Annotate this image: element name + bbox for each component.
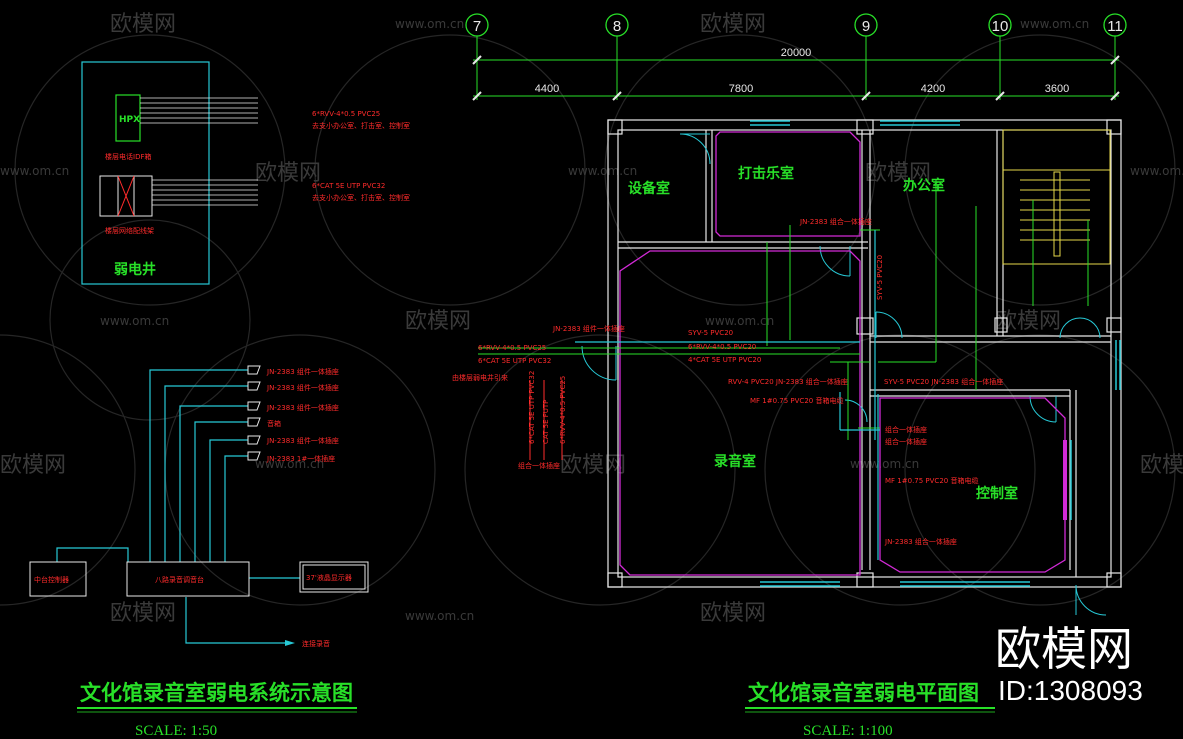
watermark-brand: 欧模网 xyxy=(700,601,766,626)
idf-box-label: 楼层电话IDF箱 xyxy=(105,152,151,161)
weak-current-shaft: HPX 楼层电话IDF箱 楼层网络配线架 弱电井 6*RVV-4*0.5 PVC… xyxy=(81,61,410,285)
patch-panel-label: 楼层网络配线架 xyxy=(105,226,154,235)
title-system: 文化馆录音室弱电系统示意图 xyxy=(80,681,353,705)
room-percussion: 打击乐室 xyxy=(738,165,794,182)
shaft-title: 弱电井 xyxy=(114,261,156,278)
outlet-label: JN-2383 组件一体插座 xyxy=(266,403,339,412)
watermark-url: www.om.cn xyxy=(1130,164,1183,178)
dim-span: 4200 xyxy=(921,83,945,95)
plan-note: 组合一体插座 xyxy=(885,437,927,446)
plan-note: 6*RVV-4*0.5 PVC25 xyxy=(559,376,567,444)
plan-note: MF 1#0.75 PVC20 音箱电缆 xyxy=(885,476,978,485)
watermark-url: www.om.cn xyxy=(100,314,169,328)
grid-label: 11 xyxy=(1107,18,1123,35)
grid-label: 8 xyxy=(613,18,621,35)
watermark-brand: 欧模网 xyxy=(995,309,1061,334)
plan-note: SYV-5 PVC20 xyxy=(688,329,733,337)
plan-note: CAT 5E FUTP xyxy=(542,400,550,444)
outlet-label: JN-2383 组件一体插座 xyxy=(266,383,339,392)
dim-span: 3600 xyxy=(1045,83,1069,95)
watermark-url: www.om.cn xyxy=(1020,17,1089,31)
cable-note: 6*CAT 5E UTP PVC32 xyxy=(312,182,385,190)
room-recording: 录音室 xyxy=(714,453,756,470)
monitor-label: 37'液晶显示器 xyxy=(306,573,352,582)
floor-plan: 6*CAT 5E UTP PVC32 CAT 5E FUTP 6*RVV-4*0… xyxy=(452,119,1122,616)
title-block: 文化馆录音室弱电系统示意图 文化馆录音室弱电平面图 SCALE: 1:50 SC… xyxy=(77,681,995,739)
watermark-brand: 欧模网 xyxy=(405,309,471,334)
watermark-brand: 欧模网 xyxy=(110,601,176,626)
title-plan: 文化馆录音室弱电平面图 xyxy=(748,681,979,705)
room-control: 控制室 xyxy=(976,485,1018,502)
watermark-brand: 欧模网 xyxy=(700,12,766,37)
output-label: 连接录音 xyxy=(302,639,330,648)
plan-note: RVV-4 PVC20 JN-2383 组合一体插座 xyxy=(728,377,848,386)
plan-note: 6*RVV-4*0.5 PVC20 xyxy=(688,343,756,351)
watermark-brand: 欧模网 xyxy=(255,161,321,186)
watermark-brand: 欧模网 xyxy=(0,453,66,478)
scale-right: SCALE: 1:100 xyxy=(803,723,893,739)
grid-axes: 7 8 9 10 11 20000 4400 7800 4200 3600 xyxy=(465,13,1127,101)
plan-note: 由楼层弱电井引来 xyxy=(452,373,508,382)
watermark-url: www.om.cn xyxy=(0,164,69,178)
watermark-url: www.om.cn xyxy=(705,314,774,328)
plan-note: MF 1#0.75 PVC20 音箱电缆 xyxy=(750,396,843,405)
watermark-id: ID:1308093 xyxy=(998,675,1143,706)
scale-left: SCALE: 1:50 xyxy=(135,723,217,739)
cable-note: 6*RVV-4*0.5 PVC25 xyxy=(312,110,380,118)
patch-panel xyxy=(99,175,153,217)
outlet-label: JN-2383 1#一体插座 xyxy=(266,454,335,463)
watermark-url: www.om.cn xyxy=(850,457,919,471)
outlet-label: JN-2383 组件一体插座 xyxy=(266,367,339,376)
plan-note: JN-2383 组合一体插座 xyxy=(884,537,957,546)
cable-note: 去支小办公室、打击室、控制室 xyxy=(312,193,410,202)
watermark-url: www.om.cn xyxy=(255,457,324,471)
plan-note: JN-2383 组件一体插座 xyxy=(552,324,625,333)
watermark-brand: 欧模网 xyxy=(865,161,931,186)
watermark-logo: 欧模网 ID:1308093 xyxy=(995,622,1143,706)
grid-label: 10 xyxy=(992,18,1009,35)
watermark-brand: 欧模网 xyxy=(560,453,626,478)
watermark-logo-text: 欧模网 xyxy=(995,622,1133,676)
mixer-label: 八路录音调音台 xyxy=(155,575,204,584)
grid-label: 9 xyxy=(862,18,870,35)
dim-span: 4400 xyxy=(535,83,559,95)
system-diagram: JN-2383 组件一体插座 JN-2383 组件一体插座 JN-2383 组件… xyxy=(29,365,369,648)
dim-total: 20000 xyxy=(781,47,812,59)
cable-note: 去支小办公室、打击室、控制室 xyxy=(312,121,410,130)
watermark-brand: 欧模网 xyxy=(1140,453,1183,478)
watermark-url: www.om.cn xyxy=(568,164,637,178)
grid-label: 7 xyxy=(473,18,481,35)
watermark-url: www.om.cn xyxy=(395,17,464,31)
plan-note: 6*CAT 5E UTP PVC32 xyxy=(528,371,536,444)
hpx-label: HPX xyxy=(119,115,140,125)
dim-span: 7800 xyxy=(729,83,753,95)
plan-note: 6*RVV-4*0.5 PVC25 xyxy=(478,344,546,352)
plan-note: 6*CAT 5E UTP PVC32 xyxy=(478,357,551,365)
outlet-label: JN-2383 组件一体插座 xyxy=(266,436,339,445)
plan-note: 4*CAT 5E UTP PVC20 xyxy=(688,356,761,364)
plan-note: JN-2383 组合一体插座 xyxy=(799,217,872,226)
plan-note: 组合一体插座 xyxy=(518,461,560,470)
plan-note: 组合一体插座 xyxy=(885,425,927,434)
speaker-label: 音箱 xyxy=(267,419,281,428)
watermark-layer: 欧模网 欧模网 www.om.cn www.om.cn 欧模网 欧模网 www.… xyxy=(0,12,1183,626)
room-office: 办公室 xyxy=(903,177,945,194)
watermark-url: www.om.cn xyxy=(405,609,474,623)
watermark-brand: 欧模网 xyxy=(110,12,176,37)
plan-note: SYV-5 PVC20 xyxy=(876,255,884,300)
room-equipment: 设备室 xyxy=(628,180,670,197)
plan-note: SYV-5 PVC20 JN-2383 组合一体插座 xyxy=(884,377,1003,386)
amp-label: 中台控制器 xyxy=(34,575,69,584)
